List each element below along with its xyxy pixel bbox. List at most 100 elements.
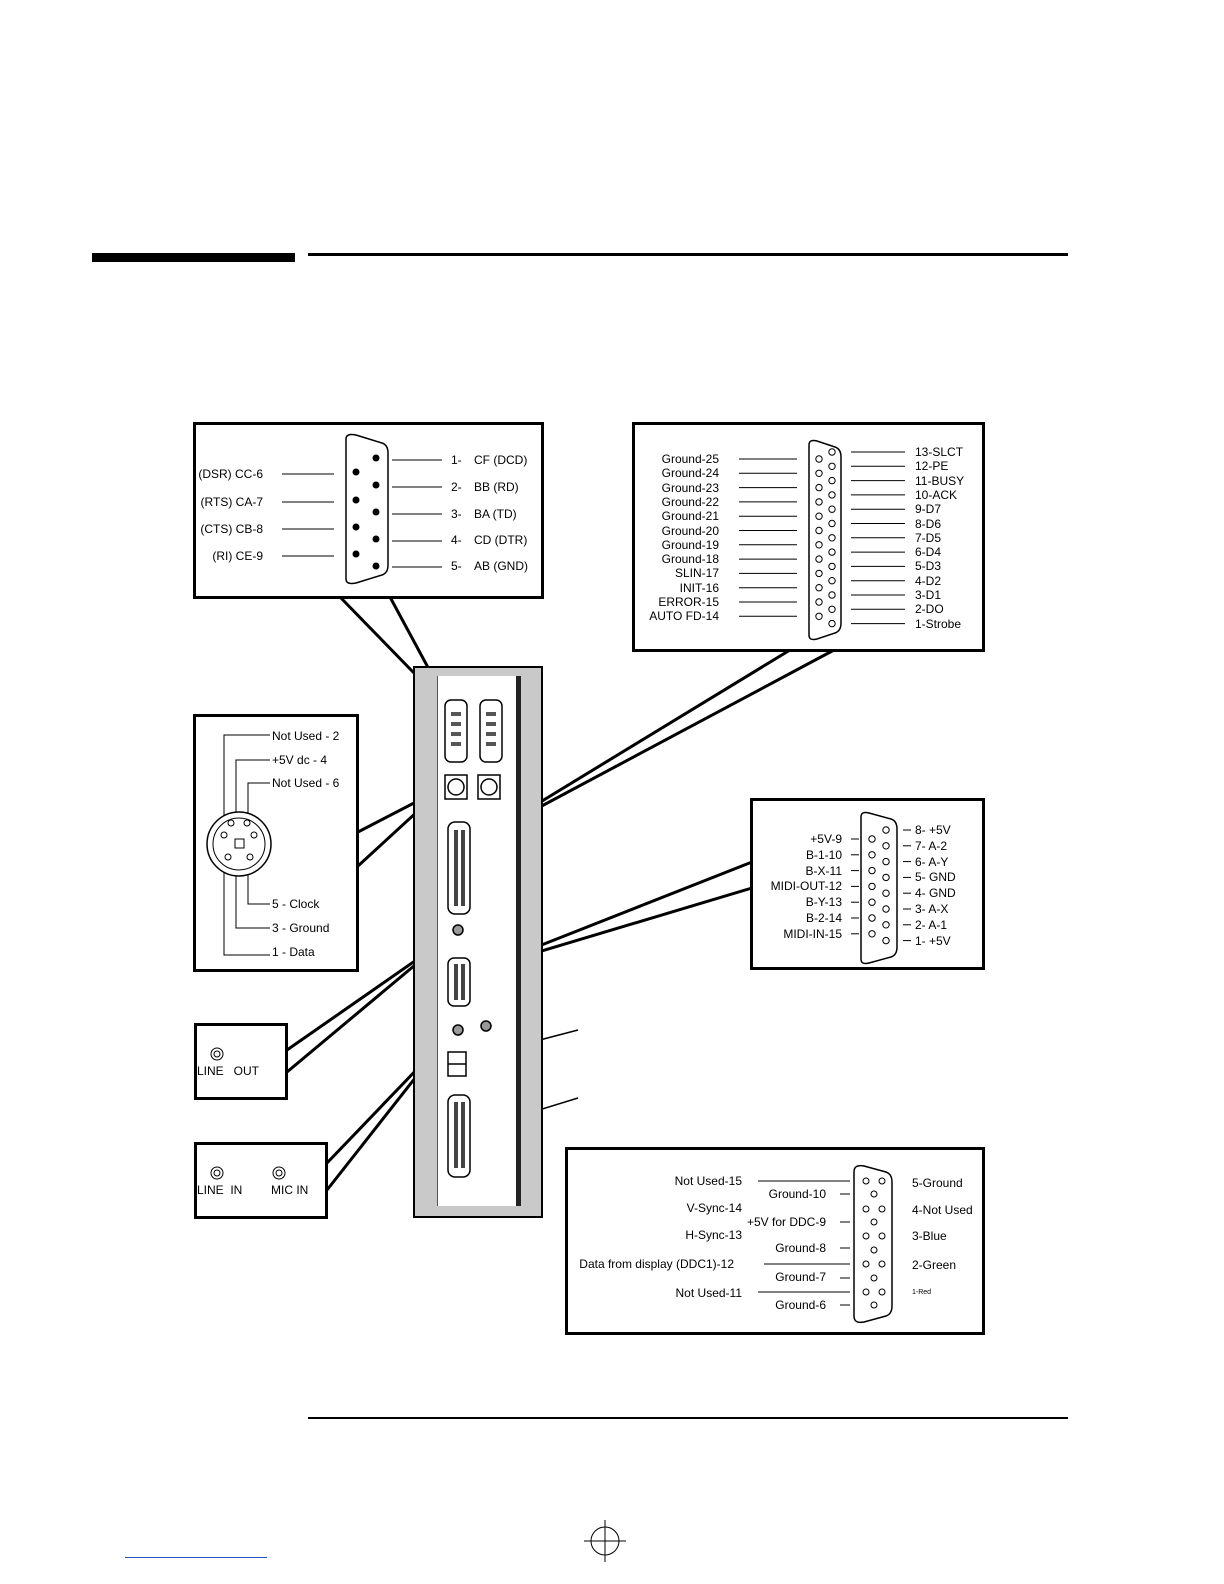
parallel-pin-left xyxy=(815,455,823,463)
parallel-right-pin-label: 7-D5 xyxy=(915,530,942,545)
line-in-jack-icon xyxy=(480,1020,492,1032)
parallel-right-pin-label: 12-PE xyxy=(915,459,949,474)
parallel-left-pin-label: Ground-21 xyxy=(661,509,719,524)
vga-pin-1: 1-Red xyxy=(912,1289,932,1296)
game-pin-right xyxy=(882,905,890,913)
ps2-pin-1: 1 - Data xyxy=(272,945,315,959)
game-left-pin-label: MIDI-OUT-12 xyxy=(770,879,842,894)
game-left-pin-label: +5V-9 xyxy=(810,832,842,846)
vga-pin-15: Not Used-15 xyxy=(674,1174,742,1188)
serial-left-pin-9: (RI) CE-9 xyxy=(212,549,263,563)
parallel-left-pin-label: Ground-19 xyxy=(661,537,719,552)
audio-in-box: LINE IN MIC IN xyxy=(194,1142,328,1219)
game-right-pin-label: 2- A-1 xyxy=(915,917,948,932)
parallel-left-pin-label: ERROR-15 xyxy=(658,595,719,609)
serial-right-pin-4-name: CD (DTR) xyxy=(474,533,528,547)
ps2-pin-6: Not Used - 6 xyxy=(272,776,340,790)
game-pin-left xyxy=(868,898,876,906)
vga-pin-8: Ground-8 xyxy=(775,1241,826,1255)
game-right-pin-label: 8- +5V xyxy=(915,823,951,837)
game-left-pin-label: B-X-11 xyxy=(805,863,842,878)
serial-right-pin-5-num: 5- xyxy=(451,559,462,573)
serial-right-pin-2-num: 2- xyxy=(451,480,462,494)
game-pin-left xyxy=(868,930,876,938)
parallel-left-pin-label: AUTO FD-14 xyxy=(649,609,719,624)
game-pin-right xyxy=(882,826,890,834)
ps2-port-pinout-box: Not Used - 2 +5V dc - 4 Not Used - 6 5 -… xyxy=(193,714,359,972)
serial-left-pin-7: (RTS) CA-7 xyxy=(200,495,263,509)
game-right-pin-label: 6- A-Y xyxy=(915,854,949,869)
game-left-pin-label: B-Y-13 xyxy=(805,895,842,910)
serial-right-pin-3-name: BA (TD) xyxy=(474,507,517,521)
game-right-pin-label: 3- A-X xyxy=(915,902,949,916)
parallel-left-pin-label: Ground-23 xyxy=(661,480,719,495)
game-pin-right xyxy=(882,842,890,850)
vga-pin-3: 3-Blue xyxy=(912,1229,947,1243)
parallel-pin-right xyxy=(828,534,836,542)
game-left-pin-label: MIDI-IN-15 xyxy=(783,926,842,941)
footer-rule xyxy=(308,1417,1068,1419)
audio-in-jack-symbols xyxy=(210,1166,286,1180)
game-pin-left xyxy=(868,882,876,891)
vga-pin-13: H-Sync-13 xyxy=(685,1228,742,1242)
serial-right-pin-5-name: AB (GND) xyxy=(474,559,528,573)
rear-panel xyxy=(413,666,543,1218)
parallel-pin-left xyxy=(815,584,823,592)
parallel-pin-right xyxy=(828,562,836,571)
parallel-pin-right xyxy=(828,619,836,628)
parallel-pin-left xyxy=(815,555,823,563)
line-out-box: LINE OUT xyxy=(194,1023,288,1100)
vga-pin-5: 5-Ground xyxy=(912,1176,963,1190)
parallel-pin-left xyxy=(815,469,823,477)
line-out-jack-symbol xyxy=(210,1047,224,1061)
parallel-right-pin-label: 1-Strobe xyxy=(915,616,962,631)
parallel-pin-right xyxy=(828,519,836,528)
parallel-pin-right xyxy=(828,491,836,499)
parallel-right-pin-label: 10-ACK xyxy=(915,487,958,502)
parallel-pin-left xyxy=(815,612,823,621)
game-pin-right xyxy=(882,873,890,882)
serial-right-pin-1-num: 1- xyxy=(451,453,462,467)
parallel-pin-left xyxy=(815,512,823,520)
parallel-pin-left xyxy=(815,569,823,578)
vga-pin-10: Ground-10 xyxy=(768,1187,826,1201)
line-out-label: LINE OUT xyxy=(197,1064,260,1078)
parallel-right-pin-label: 9-D7 xyxy=(915,502,942,517)
parallel-connector-icon xyxy=(739,439,905,641)
vga-pin-12: Data from display (DDC1)-12 xyxy=(579,1257,734,1271)
parallel-right-pin-label: 11-BUSY xyxy=(915,473,965,488)
ps2-pin-3: 3 - Ground xyxy=(272,921,330,935)
serial-right-pin-1-name: CF (DCD) xyxy=(474,453,528,467)
game-left-pin-label: B-1-10 xyxy=(805,847,842,862)
rear-panel-inner xyxy=(437,676,521,1206)
game-right-pin-label: 4- GND xyxy=(915,886,956,901)
parallel-left-pin-label: Ground-20 xyxy=(661,523,719,538)
serial-port-2-icon xyxy=(479,699,503,763)
line-in-label: LINE IN xyxy=(197,1183,243,1197)
parallel-right-pin-label: 6-D4 xyxy=(915,545,942,560)
mic-in-label: MIC IN xyxy=(271,1183,309,1197)
vga-pin-14: V-Sync-14 xyxy=(686,1201,742,1215)
vga-pin-7: Ground-7 xyxy=(775,1270,826,1284)
vga-port-pinout-box: Not Used-15 V-Sync-14 H-Sync-13 Data fro… xyxy=(565,1147,985,1335)
parallel-pin-right xyxy=(828,462,836,470)
game-pin-left xyxy=(868,851,876,859)
header-thick-rule xyxy=(92,253,295,262)
parallel-pin-right xyxy=(828,548,836,556)
serial-right-pin-2-name: BB (RD) xyxy=(474,480,519,494)
serial-connector-icon xyxy=(282,433,442,585)
game-pin-left xyxy=(868,835,876,843)
game-right-pin-label: 7- A-2 xyxy=(915,838,948,853)
game-pin-right xyxy=(882,857,890,866)
parallel-right-pin-label: 13-SLCT xyxy=(915,445,964,459)
parallel-left-pin-label: Ground-24 xyxy=(661,466,719,481)
parallel-pin-right xyxy=(828,476,836,485)
vga-pin-4: 4-Not Used xyxy=(912,1203,973,1217)
game-pin-right xyxy=(882,889,890,897)
parallel-pin-left xyxy=(815,598,823,606)
parallel-pin-left xyxy=(815,483,823,492)
vga-pin-6: Ground-6 xyxy=(775,1298,826,1312)
vga-pin-11: Not Used-11 xyxy=(675,1286,742,1300)
